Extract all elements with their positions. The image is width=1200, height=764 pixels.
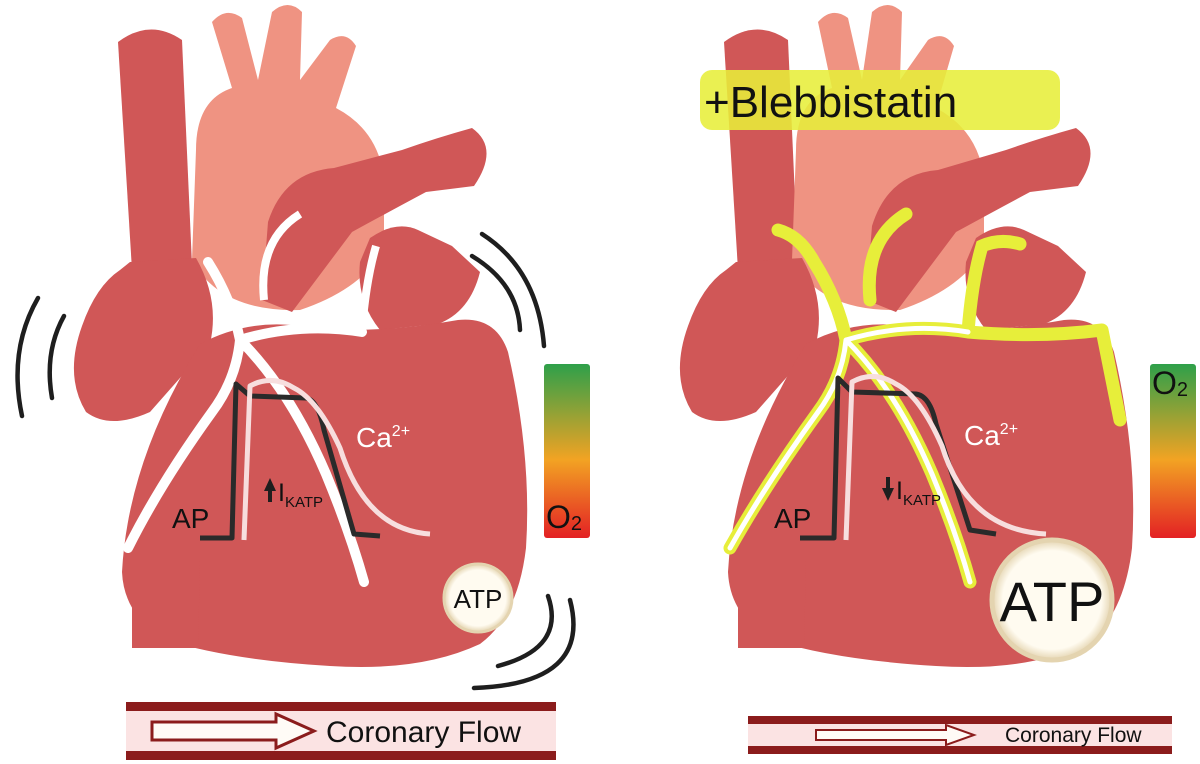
panel-blebbistatin: +Blebbistatin AP Ca2+ IKATP ATP O2 Coron… xyxy=(679,5,1196,754)
ca-label: Ca2+ xyxy=(964,420,1018,451)
vessel-wall-top xyxy=(126,702,556,711)
treatment-label-highlight xyxy=(700,70,1060,130)
motion-arc xyxy=(469,253,523,333)
left-atrium xyxy=(965,226,1086,330)
inferior-vena-cava xyxy=(132,560,200,648)
ikatp-label: IKATP xyxy=(278,479,323,511)
ap-label: AP xyxy=(774,503,811,534)
pulmonary-artery xyxy=(262,128,487,312)
ikatp-label-control: IKATP xyxy=(264,478,323,511)
coronary-flow-vessel-blebbistatin: Coronary Flow xyxy=(748,716,1172,754)
motion-arc xyxy=(479,231,547,349)
motion-arcs-control xyxy=(15,231,576,691)
left-atrium xyxy=(359,226,480,330)
o2-gradient-bar xyxy=(1150,364,1196,538)
vessel-wall-bottom xyxy=(748,746,1172,754)
flow-label: Coronary Flow xyxy=(1005,724,1142,747)
atp-label: ATP xyxy=(454,584,503,614)
septum-lines xyxy=(123,257,369,587)
ca-label: Ca2+ xyxy=(356,422,410,453)
atp-bubble xyxy=(989,537,1115,663)
ap-label: AP xyxy=(172,503,209,534)
atrial-border xyxy=(259,210,380,331)
atp-label: ATP xyxy=(1000,570,1105,633)
o2-label: O2 xyxy=(546,499,582,535)
motion-arc xyxy=(495,593,554,669)
arrow-down-icon xyxy=(882,477,894,501)
atp-bubble xyxy=(442,562,514,634)
septum-lines xyxy=(727,325,973,585)
flow-arrow-icon xyxy=(150,711,318,751)
motion-arc xyxy=(471,597,576,691)
coronary-flow-vessel-control: Coronary Flow xyxy=(126,702,556,760)
right-atrium xyxy=(73,258,213,421)
vessel-wall-top xyxy=(748,716,1172,724)
ventricles xyxy=(122,319,528,668)
ikatp-label: IKATP xyxy=(896,477,941,509)
ap-trace xyxy=(800,375,997,541)
arrow-up-icon xyxy=(264,478,276,502)
inferior-vena-cava xyxy=(738,560,806,648)
motion-arc xyxy=(15,295,41,419)
motion-arc xyxy=(47,313,67,401)
panel-control: AP Ca2+ IKATP ATP O2 Coronary Flow xyxy=(15,5,590,760)
heart-control xyxy=(73,5,528,668)
flow-label: Coronary Flow xyxy=(326,716,521,749)
vessel-wall-bottom xyxy=(126,751,556,760)
flow-arrow-icon xyxy=(815,723,977,747)
right-atrium xyxy=(679,258,819,421)
ca-trace xyxy=(241,378,431,541)
treatment-label: +Blebbistatin xyxy=(704,78,957,127)
o2-label: O2 xyxy=(1152,365,1188,401)
ikatp-label-blebbistatin: IKATP xyxy=(882,477,941,509)
superior-vena-cava xyxy=(118,29,192,271)
ca-trace xyxy=(843,374,1047,541)
o2-gradient-bar xyxy=(544,364,590,538)
pulmonary-artery xyxy=(866,128,1091,312)
